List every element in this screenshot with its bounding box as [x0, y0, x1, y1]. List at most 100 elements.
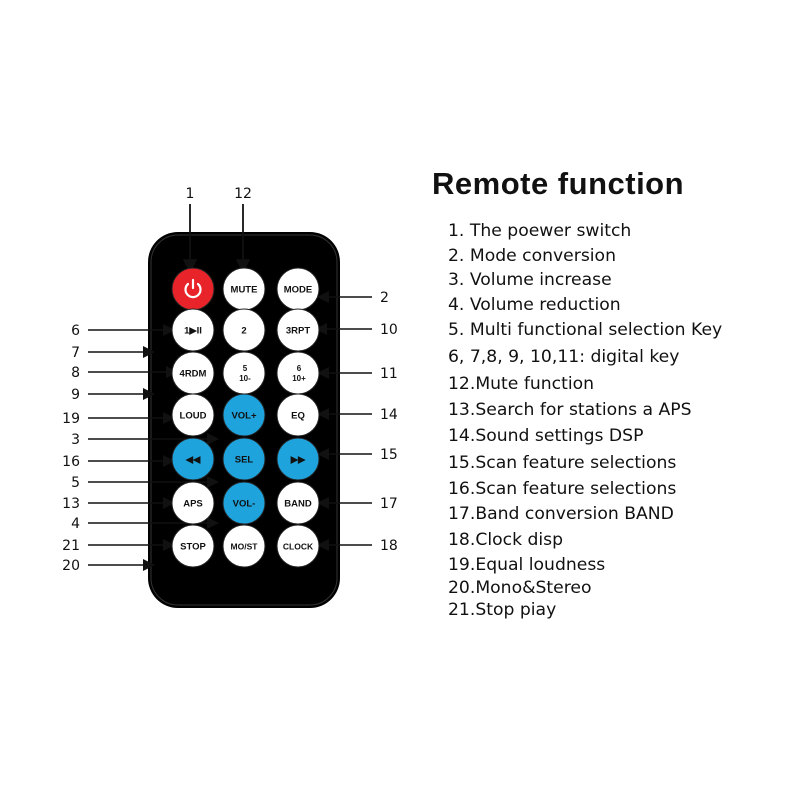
band-button-circle — [276, 481, 320, 525]
callout-number: 21 — [62, 538, 80, 554]
next-button[interactable]: ▶▶ — [276, 437, 320, 481]
key-2-button[interactable]: 2 — [222, 308, 266, 352]
callout-number: 6 — [71, 323, 80, 339]
description-item: 1. The poewer switch — [448, 221, 632, 241]
key-4-random-button[interactable]: 4RDM — [171, 351, 215, 395]
button-label: CLOCK — [283, 542, 314, 552]
callout-number: 5 — [71, 475, 80, 491]
button-label: MODE — [284, 285, 313, 296]
description-item: 16.Scan feature selections — [448, 479, 677, 499]
callout-number: 16 — [62, 454, 80, 470]
eq-button[interactable]: EQ — [276, 393, 320, 437]
callout-labels: 6 7 8 9 19 3 16 5 13 4 21 20 2 10 11 14 15 17 18 1 12 — [62, 186, 398, 574]
button-label: MO/ST — [231, 542, 259, 552]
next-button-circle — [276, 437, 320, 481]
button-sublabel: 10- — [239, 374, 251, 383]
volume-up-button[interactable]: VOL+ — [222, 393, 266, 437]
description-item: 12.Mute function — [448, 374, 595, 394]
stop-button[interactable]: STOP — [171, 524, 215, 568]
button-label: 6 — [297, 364, 302, 373]
power-button[interactable] — [171, 267, 215, 311]
callout-number: 3 — [71, 432, 80, 448]
key-1-play-pause-button[interactable]: 1▶II — [171, 308, 215, 352]
callout-number: 20 — [62, 558, 80, 574]
stop-button-circle — [171, 524, 215, 568]
description-item: 2. Mode conversion — [448, 246, 616, 266]
mono-stereo-button-circle — [222, 524, 266, 568]
mute-button[interactable]: MUTE — [222, 267, 266, 311]
description-item: 3. Volume increase — [448, 270, 612, 290]
callout-number: 9 — [71, 387, 80, 403]
button-label: LOUD — [180, 411, 207, 422]
volume-down-button-circle — [222, 481, 266, 525]
callout-number: 15 — [380, 447, 398, 463]
callout-number: 7 — [71, 345, 80, 361]
callout-number: 13 — [62, 496, 80, 512]
button-label: STOP — [180, 542, 206, 553]
button-label: VOL+ — [231, 411, 257, 422]
button-label: 3RPT — [286, 326, 310, 337]
callout-number: 12 — [234, 186, 252, 202]
key-3-repeat-button-circle — [276, 308, 320, 352]
eq-button-circle — [276, 393, 320, 437]
callout-number: 2 — [380, 290, 389, 306]
callout-number: 1 — [186, 186, 195, 202]
button-label: VOL- — [233, 499, 256, 510]
volume-down-button[interactable]: VOL- — [222, 481, 266, 525]
loud-button[interactable]: LOUD — [171, 393, 215, 437]
callout-number: 8 — [71, 365, 80, 381]
key-6-button[interactable]: 610+ — [276, 351, 320, 395]
callout-number: 10 — [380, 322, 398, 338]
previous-button-circle — [171, 437, 215, 481]
previous-button[interactable]: ◀◀ — [171, 437, 215, 481]
volume-up-button-circle — [222, 393, 266, 437]
power-icon — [184, 278, 202, 299]
callout-number: 14 — [380, 407, 398, 423]
button-label: EQ — [291, 411, 305, 422]
key-6-button-circle — [276, 351, 320, 395]
description-item: 19.Equal loudness — [448, 555, 606, 575]
aps-button-circle — [171, 481, 215, 525]
description-item: 18.Clock disp — [448, 530, 564, 550]
loud-button-circle — [171, 393, 215, 437]
key-2-button-circle — [222, 308, 266, 352]
clock-button[interactable]: CLOCK — [276, 524, 320, 568]
button-label: 1▶II — [184, 326, 202, 337]
mono-stereo-button[interactable]: MO/ST — [222, 524, 266, 568]
callout-number: 4 — [71, 516, 80, 532]
button-label: APS — [183, 499, 203, 510]
select-button-circle — [222, 437, 266, 481]
page-title: Remote function — [432, 166, 685, 201]
callout-number: 17 — [380, 496, 398, 512]
description-item: 4. Volume reduction — [448, 295, 621, 315]
button-label: SEL — [235, 455, 254, 466]
mode-button[interactable]: MODE — [276, 267, 320, 311]
remote-inner-border — [150, 234, 338, 606]
description-item: 5. Multi functional selection Key — [448, 320, 723, 340]
button-label: ◀◀ — [185, 455, 201, 466]
description-item: 20.Mono&Stereo — [448, 578, 592, 598]
description-item: 13.Search for stations a APS — [448, 400, 692, 420]
button-label: BAND — [284, 499, 312, 510]
key-5-button[interactable]: 510- — [222, 351, 266, 395]
button-label: MUTE — [231, 285, 258, 296]
key-5-button-circle — [222, 351, 266, 395]
description-item: 21.Stop piay — [448, 600, 557, 620]
callout-number: 11 — [380, 366, 398, 382]
button-label: ▶▶ — [290, 455, 307, 466]
button-label: 4RDM — [180, 369, 207, 380]
select-button[interactable]: SEL — [222, 437, 266, 481]
aps-button[interactable]: APS — [171, 481, 215, 525]
band-button[interactable]: BAND — [276, 481, 320, 525]
key-3-repeat-button[interactable]: 3RPT — [276, 308, 320, 352]
button-sublabel: 10+ — [292, 374, 306, 383]
description-item: 15.Scan feature selections — [448, 453, 677, 473]
callout-number: 19 — [62, 411, 80, 427]
button-label: 2 — [241, 326, 246, 337]
description-item: 14.Sound settings DSP — [448, 426, 644, 446]
callout-number: 18 — [380, 538, 398, 554]
description-item: 6, 7,8, 9, 10,11: digital key — [448, 347, 680, 367]
clock-button-circle — [276, 524, 320, 568]
